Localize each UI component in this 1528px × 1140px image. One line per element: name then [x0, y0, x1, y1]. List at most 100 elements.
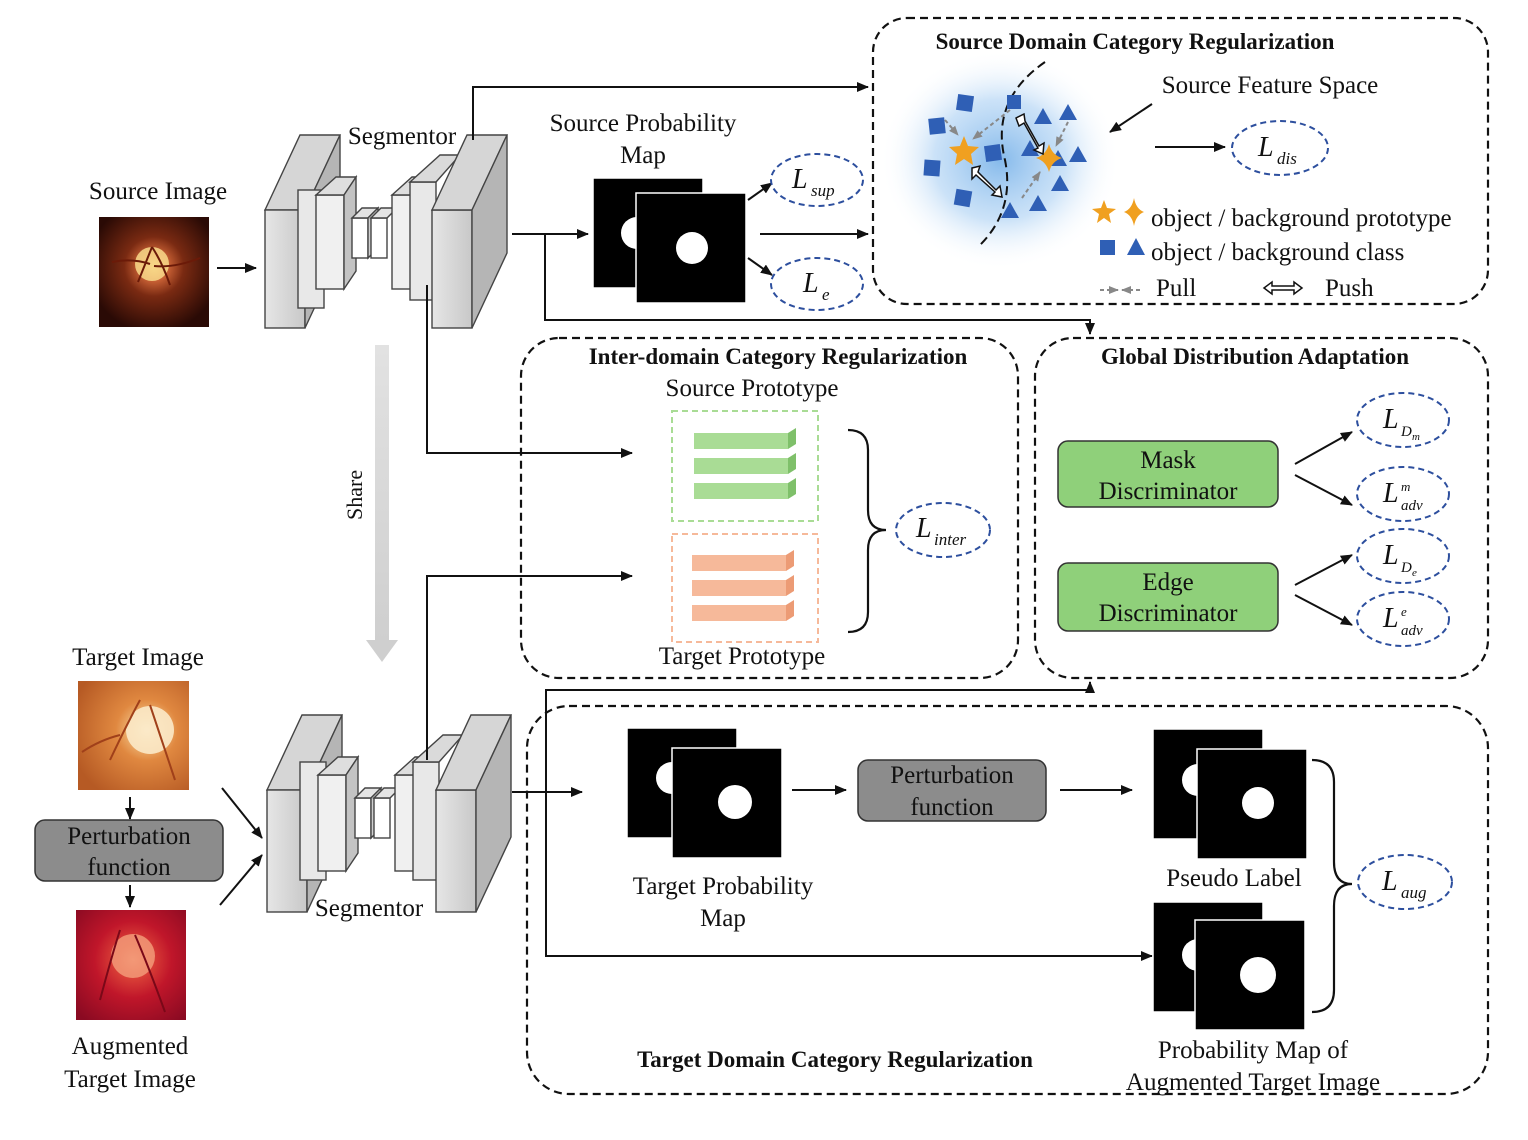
svg-text:e: e — [1401, 604, 1407, 619]
target-probability-maps — [626, 727, 783, 859]
mask-to-ladvm-arrow — [1294, 474, 1353, 506]
augmented-probability-maps — [1152, 901, 1306, 1031]
segmentor-bottom — [265, 714, 513, 913]
perturb-mid-label-2: function — [910, 794, 994, 821]
prob-aug-label-1: Probability Map of — [1158, 1037, 1349, 1064]
source-to-global-line — [544, 234, 1095, 335]
target-prob-label-2: Map — [700, 905, 746, 932]
svg-text:L: L — [791, 164, 808, 195]
target-to-segmentor-arrow — [221, 787, 263, 839]
prob-aug-label-2: Augmented Target Image — [1126, 1069, 1380, 1096]
panel-inter-domain — [519, 336, 1020, 680]
svg-text:L: L — [1382, 478, 1399, 509]
seg-to-source-prototype-line — [426, 285, 633, 458]
seg-to-source-domain-line — [472, 82, 869, 140]
target-prob-label-1: Target Probability — [633, 873, 814, 900]
panel-source-domain — [871, 16, 1490, 306]
edge-to-ladve-arrow — [1294, 594, 1353, 626]
svg-text:D: D — [1400, 560, 1412, 576]
svg-text:m: m — [1401, 479, 1410, 494]
feature-space-label: Source Feature Space — [1162, 72, 1379, 99]
target-prototype-box — [671, 533, 819, 643]
source-domain-title: Source Domain Category Regularization — [936, 29, 1335, 54]
loss-adv-e: L e adv — [1356, 591, 1450, 647]
svg-text:L: L — [1382, 404, 1399, 435]
seg-to-aug-prob-line — [545, 792, 1153, 961]
pseudo-label-maps — [1152, 728, 1308, 860]
svg-text:e: e — [822, 285, 830, 304]
source-image-label: Source Image — [89, 178, 227, 205]
perturb-mid-label-1: Perturbation — [890, 762, 1014, 789]
svg-text:L: L — [1257, 132, 1274, 163]
pseudo-label-text: Pseudo Label — [1166, 865, 1301, 892]
target-fundus-image — [78, 681, 189, 790]
svg-text:adv: adv — [1401, 623, 1423, 639]
panel-global-distribution — [1033, 336, 1490, 680]
loss-d-e: L D e — [1356, 528, 1450, 584]
share-arrow — [366, 345, 398, 662]
legend-prototype-icons — [1092, 198, 1144, 226]
prob-to-lsup-arrow — [747, 182, 773, 201]
svg-text:adv: adv — [1401, 498, 1423, 514]
source-prototype-bars — [694, 428, 796, 499]
augmented-fundus-image — [76, 910, 186, 1020]
legend-prototype-text: object / background prototype — [1151, 205, 1452, 232]
share-label: Share — [342, 470, 367, 520]
legend-push-text: Push — [1325, 275, 1374, 302]
source-fundus-image — [99, 217, 209, 327]
svg-text:L: L — [1382, 540, 1399, 571]
perturb-left-label-1: Perturbation — [67, 823, 191, 850]
target-image-label: Target Image — [72, 644, 204, 671]
seg-to-target-prototype-line — [426, 571, 633, 760]
mask-discriminator — [1057, 440, 1279, 508]
target-to-global-line — [545, 681, 1095, 792]
svg-text:inter: inter — [934, 530, 966, 549]
svg-text:L: L — [1381, 866, 1398, 897]
loss-e: L e — [770, 257, 864, 311]
segmentor-bottom-label: Segmentor — [315, 895, 424, 922]
segmentor-top — [263, 134, 509, 329]
svg-text:D: D — [1400, 424, 1412, 440]
legend-push-icon — [1262, 280, 1304, 296]
mask-to-ldm-arrow — [1294, 431, 1353, 465]
augmented-label-2: Target Image — [64, 1066, 196, 1093]
svg-text:aug: aug — [1401, 883, 1427, 902]
legend-pull-text: Pull — [1156, 275, 1196, 302]
perturbation-function-left — [34, 819, 224, 882]
segmentor-top-label: Segmentor — [348, 123, 457, 150]
svg-text:L: L — [915, 513, 932, 544]
aug-brace — [1311, 758, 1353, 1014]
loss-aug: L aug — [1357, 854, 1453, 910]
source-prob-label-1: Source Probability — [550, 110, 737, 137]
loss-d-m: L D m — [1356, 392, 1450, 448]
inter-brace — [847, 428, 887, 634]
source-prototype-box — [671, 410, 819, 522]
svg-text:L: L — [1382, 603, 1399, 634]
edge-disc-label-2: Discriminator — [1099, 600, 1239, 627]
target-prototype-bars — [692, 550, 794, 621]
svg-text:dis: dis — [1277, 149, 1297, 168]
edge-disc-label-1: Edge — [1142, 569, 1193, 596]
global-distribution-title: Global Distribution Adaptation — [1101, 344, 1409, 369]
svg-text:e: e — [1412, 567, 1417, 579]
prob-to-le-arrow — [747, 257, 773, 276]
target-prototype-label: Target Prototype — [659, 643, 826, 670]
source-probability-maps — [592, 177, 747, 304]
perturb-left-label-2: function — [87, 854, 171, 881]
source-feature-space — [880, 50, 1120, 270]
panel-target-domain — [525, 704, 1490, 1096]
augmented-to-segmentor-arrow — [219, 854, 263, 906]
source-prototype-label: Source Prototype — [666, 375, 839, 402]
source-prob-label-2: Map — [620, 142, 666, 169]
edge-discriminator — [1057, 562, 1279, 632]
legend-class-text: object / background class — [1151, 239, 1404, 266]
inter-domain-title: Inter-domain Category Regularization — [589, 344, 968, 369]
svg-text:sup: sup — [811, 181, 835, 200]
legend-class-icons — [1100, 238, 1145, 255]
mask-disc-label-2: Discriminator — [1099, 478, 1239, 505]
svg-text:L: L — [802, 268, 819, 299]
augmented-label-1: Augmented — [72, 1033, 189, 1060]
target-domain-title: Target Domain Category Regularization — [637, 1047, 1033, 1072]
feature-space-pointer — [1109, 103, 1153, 133]
